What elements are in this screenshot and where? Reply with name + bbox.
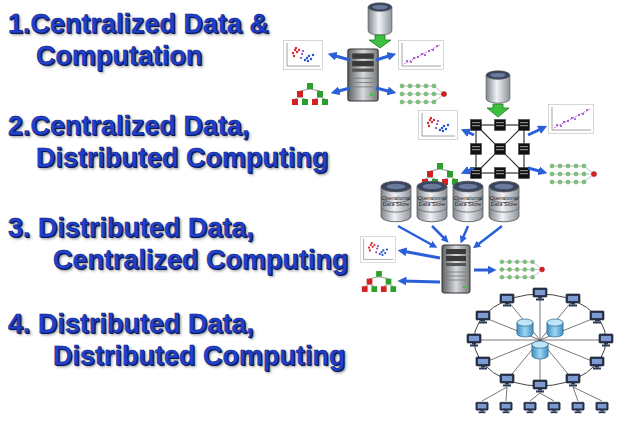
load-arrow: [369, 35, 391, 48]
decision-tree: [362, 271, 396, 292]
neural-net: [400, 84, 447, 104]
database-label: Operational Data Store: [380, 195, 412, 207]
scatter-plot: [284, 41, 323, 70]
neural-net: [550, 164, 597, 184]
scatter-plot: [419, 111, 458, 140]
load-arrow: [487, 104, 509, 117]
database-icon: [486, 71, 510, 103]
heading-label: 4. Distributed Data, Distributed Computi…: [8, 308, 363, 372]
output-arrows: [402, 251, 492, 282]
heading-label: 1.Centralized Data & Computation: [8, 8, 346, 72]
compute-cluster: [471, 120, 530, 179]
cluster-setup: [419, 71, 597, 185]
network-setup: [467, 288, 613, 413]
output-arrows: [465, 128, 543, 172]
database-icon: [517, 319, 533, 337]
output-arrows: [332, 55, 392, 92]
database-label: Operational Data Store: [452, 195, 484, 207]
database-label: Operational Data Store: [488, 195, 520, 207]
heading-label: 3. Distributed Data, Centralized Computi…: [8, 212, 363, 276]
line-chart: [549, 105, 594, 134]
centralized-setup: [284, 3, 447, 105]
decision-tree: [292, 83, 328, 105]
distributed-data-setup: [360, 181, 544, 293]
database-icon: [368, 3, 392, 35]
line-chart: [399, 41, 444, 70]
scatter-plot: [360, 236, 395, 262]
network-computers: [467, 288, 613, 413]
server-icon: [348, 49, 378, 101]
database-icon: [532, 341, 548, 359]
neural-net: [500, 260, 545, 279]
server-icon: [442, 245, 470, 293]
database-label: Operational Data Store: [416, 195, 448, 207]
heading-label: 2.Centralized Data, Distributed Computin…: [8, 110, 346, 174]
database-icon: [547, 319, 563, 337]
input-arrows: [398, 226, 502, 246]
